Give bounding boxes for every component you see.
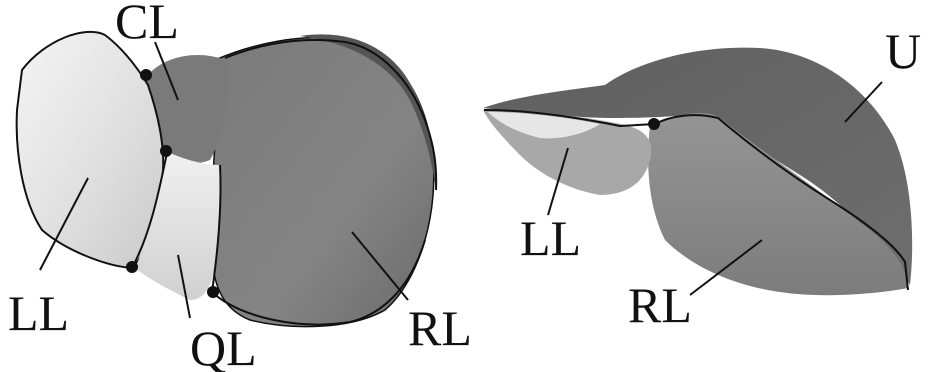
- label-rl-right: RL: [628, 277, 692, 333]
- right-liver-view: U LL RL: [483, 23, 921, 333]
- landmark-dot-ll: [126, 261, 138, 273]
- landmark-dot-cl: [140, 69, 152, 81]
- left-liver-view: CL LL QL RL: [8, 0, 472, 372]
- label-ql: QL: [190, 320, 257, 372]
- left-left-lobe-shape: [17, 32, 164, 268]
- landmark-dot-right: [648, 118, 660, 130]
- landmark-dot-hilum: [160, 145, 172, 157]
- label-ll-right: LL: [520, 210, 581, 266]
- label-ll-left: LL: [8, 285, 69, 341]
- label-rl-left: RL: [408, 300, 472, 356]
- label-cl: CL: [115, 0, 179, 49]
- label-u: U: [885, 23, 921, 79]
- landmark-dot-ql: [207, 286, 219, 298]
